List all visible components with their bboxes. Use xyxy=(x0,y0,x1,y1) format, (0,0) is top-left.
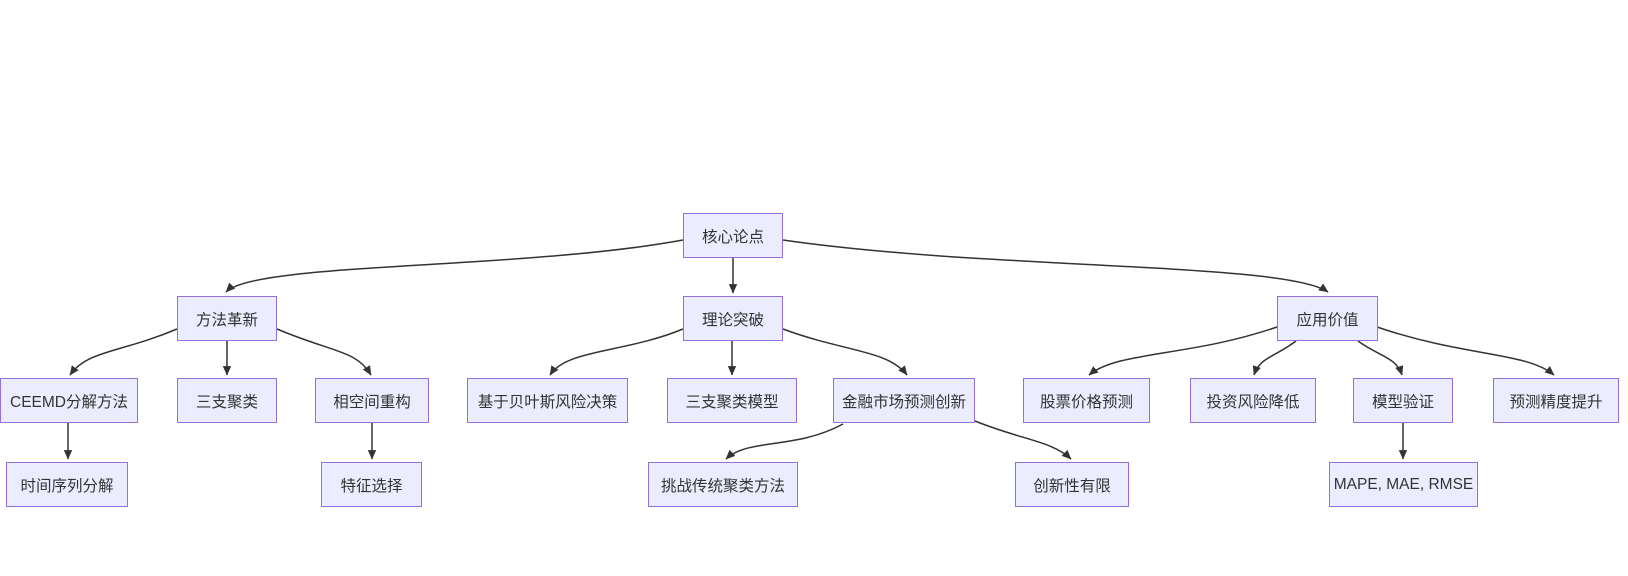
edge-fin-limited xyxy=(974,420,1072,460)
node-method-innovation: 方法革新 xyxy=(177,296,277,341)
node-core-argument: 核心论点 xyxy=(683,213,783,258)
node-investment-risk-reduction: 投资风险降低 xyxy=(1190,378,1316,423)
node-financial-market-forecast-innovation: 金融市场预测创新 xyxy=(833,378,975,423)
edge-value-invest xyxy=(1252,340,1297,376)
node-phase-space-reconstruction: 相空间重构 xyxy=(315,378,429,423)
node-mape-mae-rmse-metrics: MAPE, MAE, RMSE xyxy=(1329,462,1478,507)
node-limited-innovation: 创新性有限 xyxy=(1015,462,1129,507)
node-feature-selection: 特征选择 xyxy=(321,462,422,507)
edge-core-method xyxy=(225,239,684,293)
edge-method-ceemd xyxy=(69,328,178,376)
edge-core-value xyxy=(782,239,1329,293)
edge-value-stock xyxy=(1088,326,1278,376)
node-forecast-precision-improvement: 预测精度提升 xyxy=(1493,378,1619,423)
node-ceemd-decomposition: CEEMD分解方法 xyxy=(0,378,138,423)
node-time-series-decomposition: 时间序列分解 xyxy=(6,462,128,507)
node-stock-price-prediction: 股票价格预测 xyxy=(1023,378,1150,423)
node-challenge-traditional-clustering: 挑战传统聚类方法 xyxy=(648,462,798,507)
node-model-validation: 模型验证 xyxy=(1353,378,1453,423)
edge-method-phase xyxy=(276,328,372,376)
node-bayesian-risk-decision: 基于贝叶斯风险决策 xyxy=(467,378,628,423)
node-three-way-clustering-model: 三支聚类模型 xyxy=(667,378,797,423)
node-application-value: 应用价值 xyxy=(1277,296,1378,341)
node-three-way-clustering: 三支聚类 xyxy=(177,378,277,423)
edge-theory-fin xyxy=(782,328,908,376)
edge-value-precision xyxy=(1376,326,1555,376)
edge-fin-challenge xyxy=(725,423,844,460)
node-theoretical-breakthrough: 理论突破 xyxy=(683,296,783,341)
edge-theory-bayes xyxy=(549,328,684,376)
edge-value-modelval xyxy=(1357,340,1404,376)
